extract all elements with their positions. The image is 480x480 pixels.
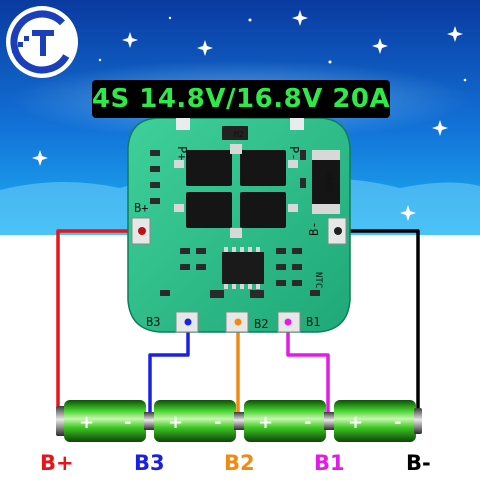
ic-mark-text: M2 bbox=[234, 130, 244, 139]
bms-pcb-board: M2 R005 bbox=[127, 117, 351, 333]
battery-plus-sign: + bbox=[348, 412, 363, 433]
battery-minus-sign: - bbox=[304, 412, 311, 433]
wires bbox=[56, 229, 420, 425]
battery-icon: + - bbox=[244, 400, 326, 442]
wire-b-plus bbox=[56, 229, 142, 425]
silk-b2: B2 bbox=[254, 317, 268, 331]
battery-plus-sign: + bbox=[258, 412, 273, 433]
silk-b1: B1 bbox=[306, 315, 320, 329]
star-icon bbox=[372, 38, 388, 54]
star-icon bbox=[122, 32, 138, 48]
star-icon bbox=[197, 40, 213, 56]
smd-components bbox=[150, 150, 320, 298]
battery-minus-sign: - bbox=[214, 412, 221, 433]
label-b1: B1 bbox=[314, 451, 345, 475]
silk-b-minus: B- bbox=[307, 222, 321, 236]
silk-p-plus: P+ bbox=[175, 146, 189, 160]
battery-pack: + - + - + - + - bbox=[56, 400, 422, 442]
battery-plus-sign: + bbox=[79, 412, 94, 433]
silk-b-plus: B+ bbox=[134, 201, 148, 215]
battery-icon: + - bbox=[334, 400, 416, 442]
label-b-minus: B- bbox=[406, 451, 431, 475]
protection-ic bbox=[222, 252, 264, 284]
battery-minus-sign: - bbox=[124, 412, 131, 433]
silk-ntc: NTC bbox=[313, 272, 323, 288]
star-icon bbox=[32, 150, 48, 166]
label-b2: B2 bbox=[224, 451, 255, 475]
star-icon bbox=[432, 120, 448, 136]
battery-minus-sign: - bbox=[394, 412, 401, 433]
battery-plus-sign: + bbox=[168, 412, 183, 433]
star-icon bbox=[400, 205, 416, 221]
title-badge: 4S 14.8V/16.8V 20A bbox=[92, 80, 390, 118]
wire-b1 bbox=[286, 325, 330, 425]
company-logo-icon bbox=[6, 6, 78, 78]
star-field bbox=[32, 10, 467, 221]
star-icon bbox=[447, 26, 463, 42]
label-b3: B3 bbox=[134, 451, 165, 475]
wire-b3 bbox=[148, 325, 190, 425]
wire-b-minus bbox=[338, 229, 420, 425]
battery-icon: + - bbox=[154, 400, 236, 442]
mosfet-group bbox=[174, 144, 298, 238]
silk-p-minus: P- bbox=[287, 146, 301, 160]
label-b-plus: B+ bbox=[40, 451, 74, 475]
silk-b3: B3 bbox=[146, 315, 160, 329]
product-title: 4S 14.8V/16.8V 20A bbox=[91, 84, 391, 114]
battery-icon: + - bbox=[56, 400, 146, 442]
star-icon bbox=[292, 10, 308, 26]
resistor-code-text: R005 bbox=[323, 171, 333, 193]
